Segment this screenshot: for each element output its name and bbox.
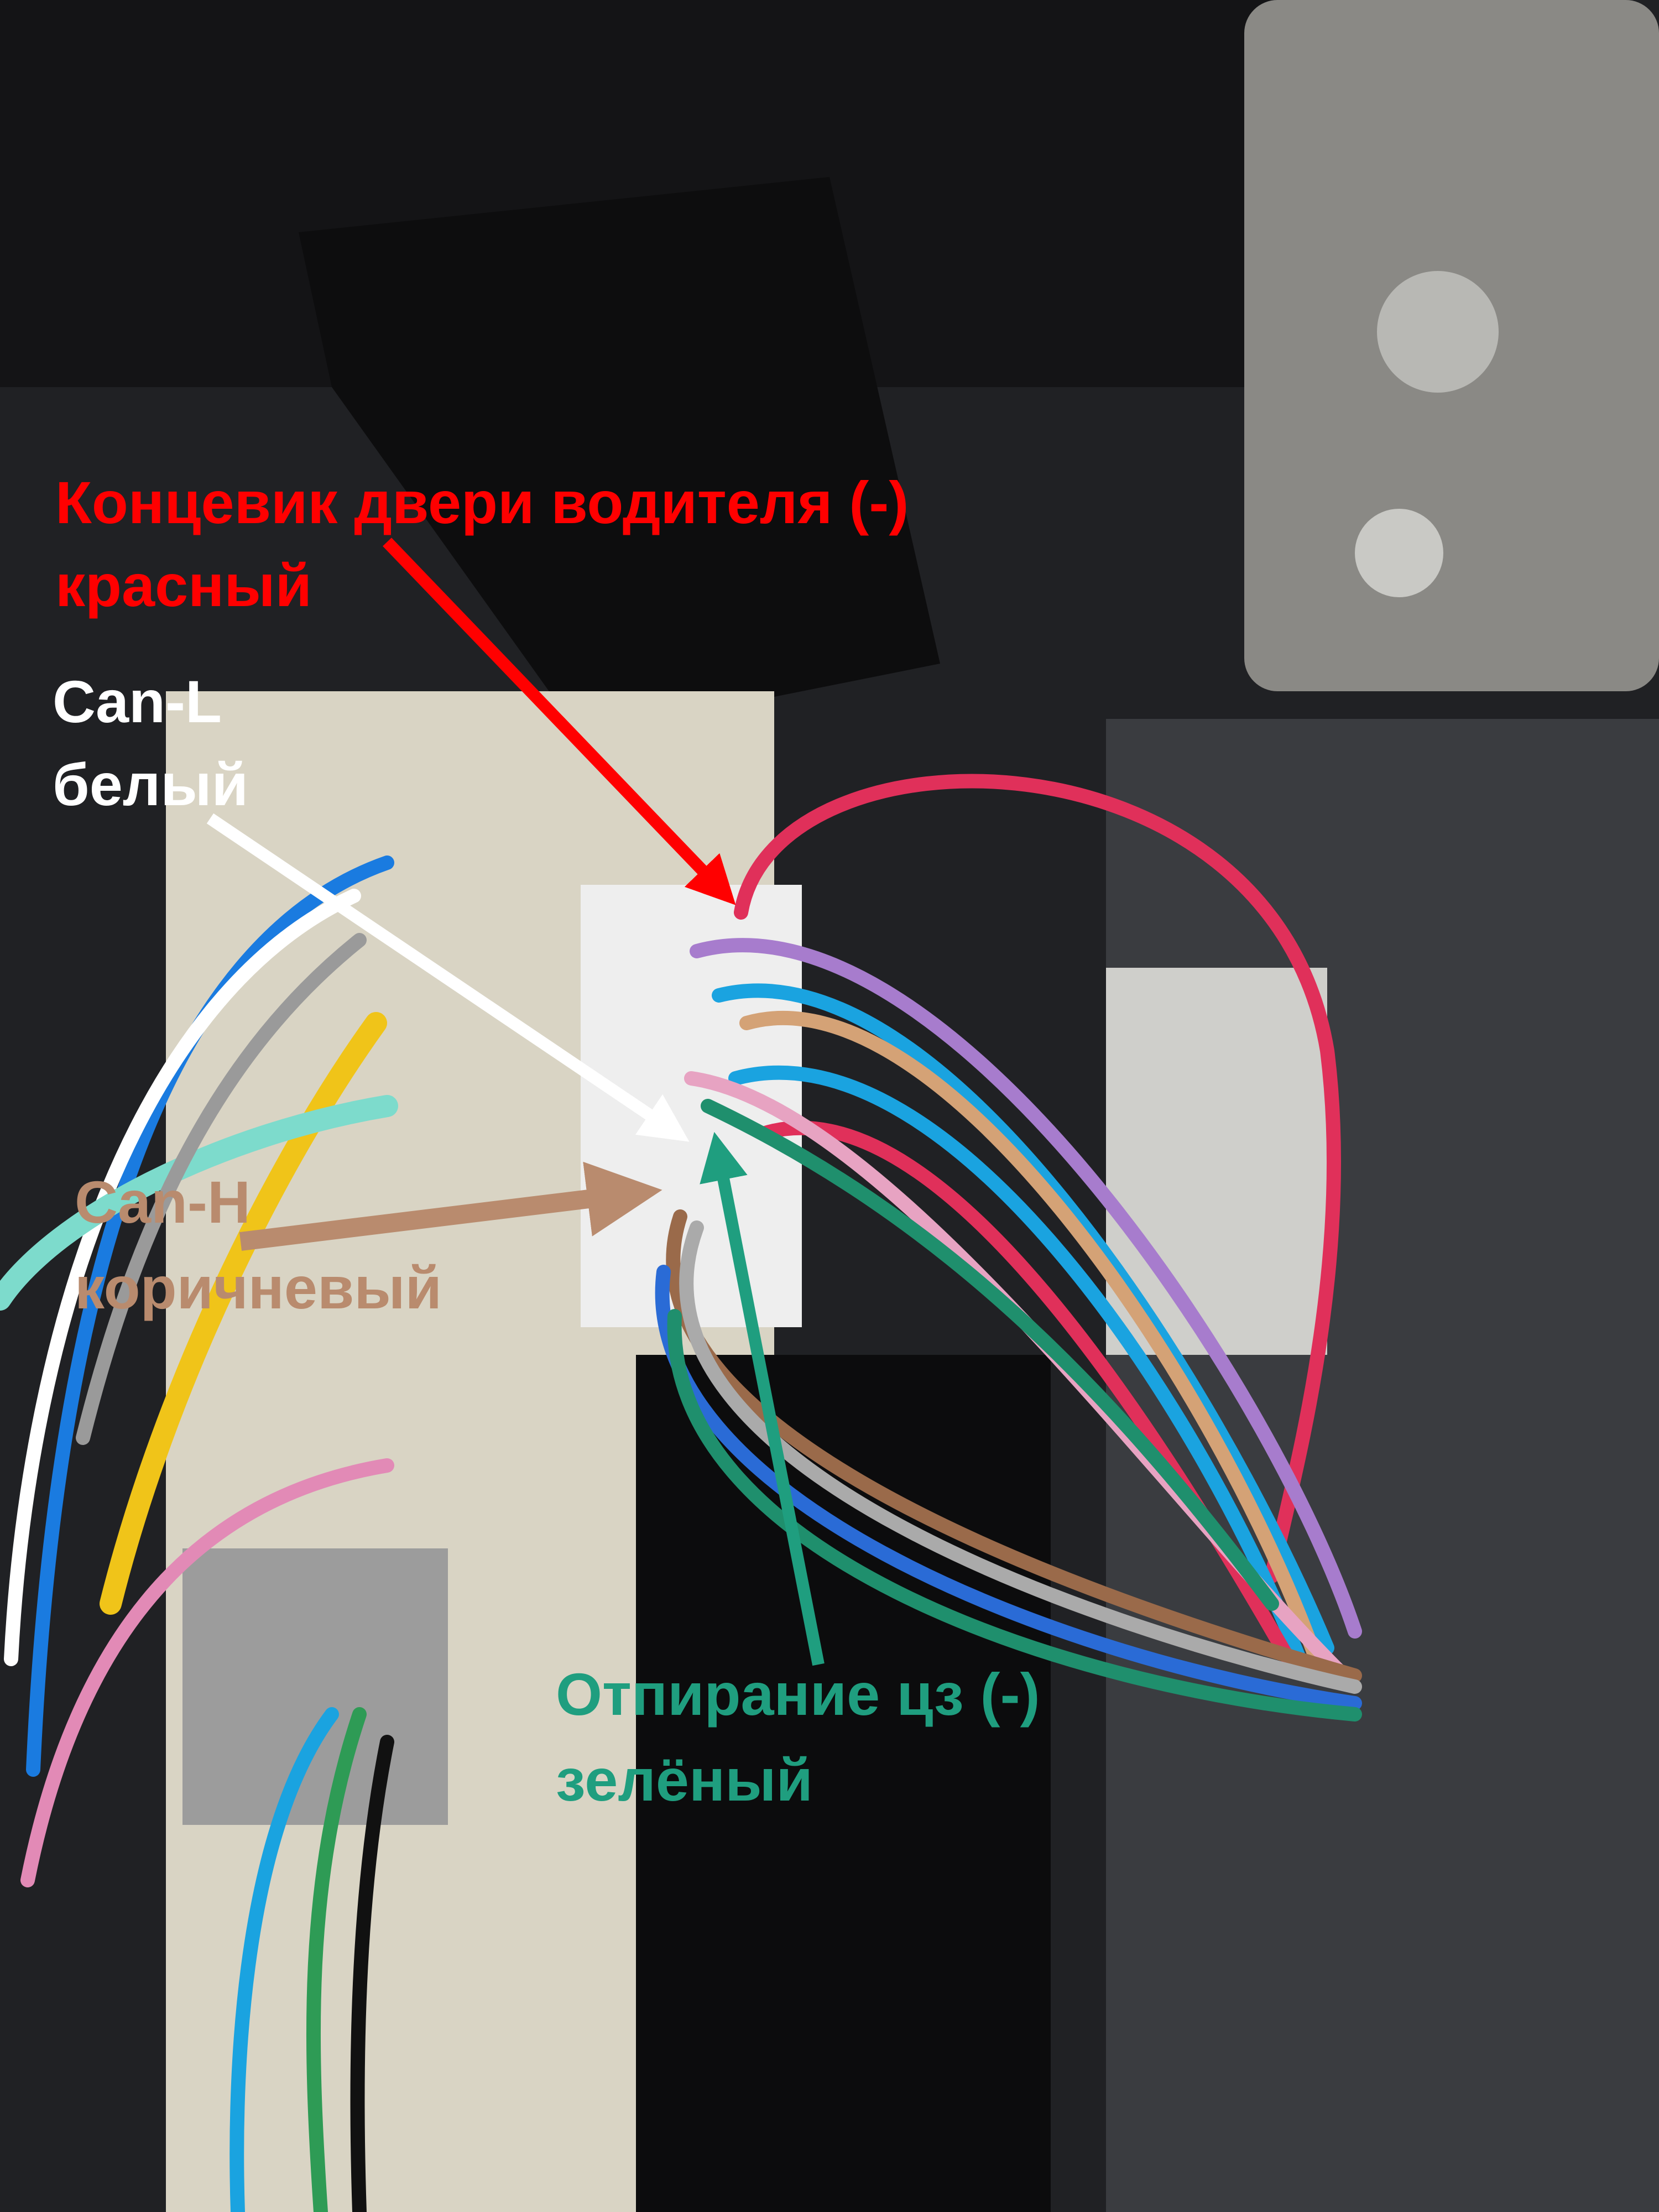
label-door-switch: Концевик двери водителя (-) (55, 469, 909, 536)
label-door-switch-color: красный (55, 552, 312, 619)
label-can-l-color: белый (53, 751, 249, 818)
grey-clip (182, 1548, 448, 1825)
white-arrow (206, 813, 690, 1142)
wire-harness (0, 774, 1362, 2212)
label-can-h-color: коричневый (75, 1254, 442, 1321)
label-unlock-color: зелёный (556, 1746, 813, 1813)
label-can-h: Can-H (75, 1168, 251, 1235)
white-connector (1106, 968, 1327, 1355)
brown-arrow (239, 1161, 662, 1251)
black-bracket (299, 177, 940, 735)
label-can-l: Can-L (53, 668, 222, 735)
label-unlock: Отпирание цз (-) (556, 1661, 1040, 1728)
bolt (1355, 509, 1443, 597)
red-arrow (383, 538, 736, 905)
green-arrow (700, 1131, 825, 1666)
carpet (1106, 719, 1659, 2212)
bolt (1377, 271, 1499, 393)
